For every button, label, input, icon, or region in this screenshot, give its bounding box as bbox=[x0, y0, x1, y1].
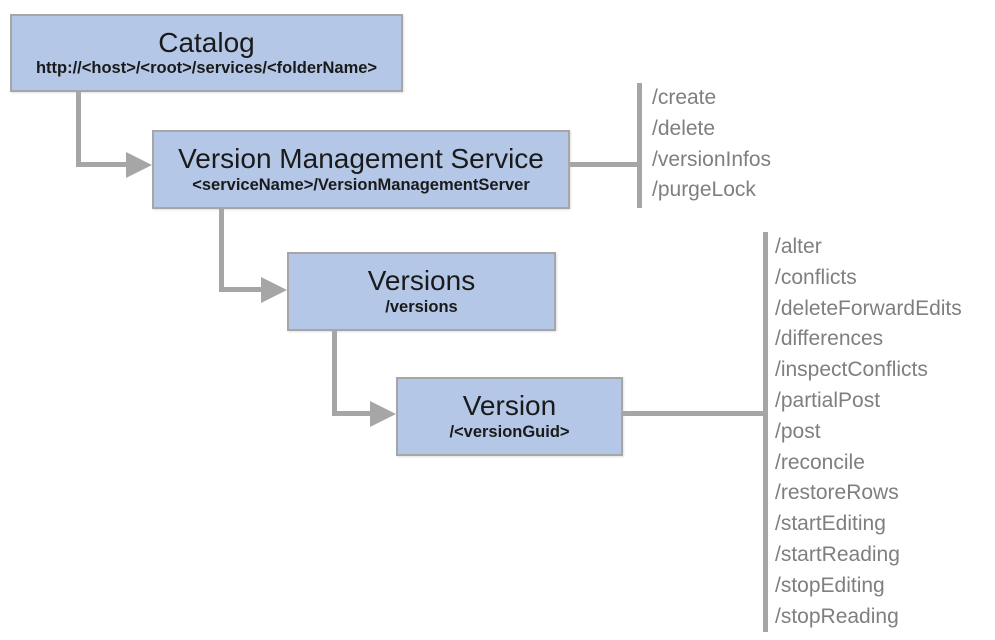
version-operations-bracket bbox=[763, 232, 768, 632]
operation-item: /delete bbox=[652, 116, 716, 140]
node-vms-title: Version Management Service bbox=[178, 143, 544, 175]
operation-item: /post bbox=[775, 419, 821, 443]
node-catalog-title: Catalog bbox=[158, 26, 255, 58]
operation-item: /startReading bbox=[775, 542, 900, 566]
operation-item: /inspectConflicts bbox=[775, 358, 928, 382]
operation-item: /reconcile bbox=[775, 450, 865, 474]
connector-versions-to-version-vertical bbox=[332, 330, 337, 414]
arrowhead-icon bbox=[261, 277, 287, 303]
node-catalog-url: http://<host>/<root>/services/<folderNam… bbox=[35, 59, 378, 78]
vms-operations-list: /create/delete/versionInfos/purgeLock bbox=[652, 83, 771, 206]
node-version-url: /<versionGuid> bbox=[449, 422, 570, 441]
node-versions-title: Versions bbox=[367, 265, 476, 297]
connector-catalog-to-vms-vertical bbox=[76, 91, 81, 167]
operation-item: /conflicts bbox=[775, 265, 857, 289]
connector-version-to-operations bbox=[622, 411, 763, 416]
node-vms-url: <serviceName>/VersionManagementServer bbox=[192, 175, 530, 194]
operation-item: /versionInfos bbox=[652, 147, 772, 171]
connector-catalog-to-vms-horizontal bbox=[76, 162, 126, 167]
arrowhead-icon bbox=[370, 401, 396, 427]
operation-item: /restoreRows bbox=[775, 481, 899, 505]
node-versions: Versions /versions bbox=[287, 252, 556, 331]
connector-versions-to-version-horizontal bbox=[332, 411, 370, 416]
operation-item: /differences bbox=[775, 327, 884, 351]
node-version: Version /<versionGuid> bbox=[396, 377, 623, 456]
operation-item: /create bbox=[652, 86, 717, 109]
node-versions-url: /versions bbox=[385, 297, 458, 316]
node-version-management-service: Version Management Service <serviceName>… bbox=[152, 130, 570, 209]
connector-vms-to-operations bbox=[569, 162, 638, 167]
arrowhead-icon bbox=[126, 152, 152, 178]
node-version-title: Version bbox=[462, 390, 557, 422]
operation-item: /stopReading bbox=[775, 604, 899, 628]
operation-item: /partialPost bbox=[775, 388, 881, 412]
operation-item: /startEditing bbox=[775, 512, 886, 536]
operation-item: /deleteForwardEdits bbox=[775, 296, 962, 320]
vms-operations-bracket bbox=[637, 83, 642, 208]
operation-item: /stopEditing bbox=[775, 573, 885, 597]
version-operations-list: /alter/conflicts/deleteForwardEdits/diff… bbox=[775, 232, 962, 632]
operation-item: /alter bbox=[775, 235, 822, 258]
node-catalog: Catalog http://<host>/<root>/services/<f… bbox=[10, 14, 403, 92]
operation-item: /purgeLock bbox=[652, 178, 756, 202]
connector-vms-to-versions-vertical bbox=[219, 208, 224, 292]
connector-vms-to-versions-horizontal bbox=[219, 287, 261, 292]
